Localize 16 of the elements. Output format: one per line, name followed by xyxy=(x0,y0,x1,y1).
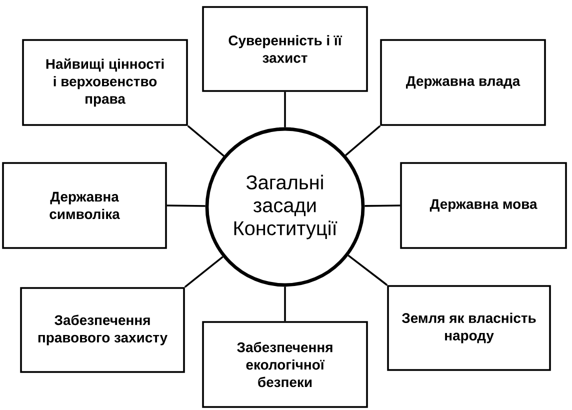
topic-box: Державна мова xyxy=(400,162,567,249)
topic-box: Забезпечення правового захисту xyxy=(20,287,185,373)
topic-box: Державна влада xyxy=(380,39,546,126)
topic-box: Забезпечення екологічної безпеки xyxy=(202,321,368,408)
topic-box: Земля як власність народу xyxy=(387,285,551,371)
connector-line xyxy=(364,204,400,207)
connector-line xyxy=(166,204,206,207)
connector-line xyxy=(345,125,381,156)
connector-line xyxy=(348,254,388,286)
topic-box: Найвищі цінності і верховенство права xyxy=(22,39,188,126)
connector-line xyxy=(284,286,286,322)
connector-line xyxy=(184,256,224,288)
topic-box: Суверенність і її захист xyxy=(202,6,368,92)
topic-box: Державна символіка xyxy=(2,162,167,249)
connector-line xyxy=(187,125,224,157)
connector-line xyxy=(284,92,286,128)
